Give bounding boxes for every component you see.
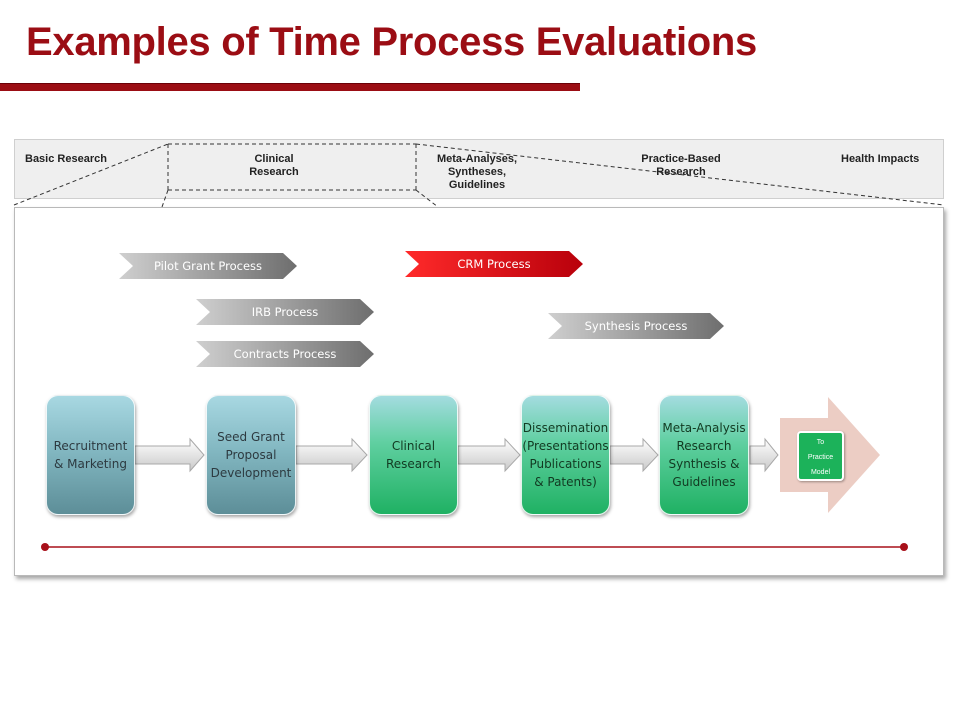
phase-meta-analysis: Meta-Analysis Research Synthesis & Guide… [659, 395, 749, 515]
stage-clinical-research: Clinical Research [249, 153, 299, 178]
stage-basic-research: Basic Research [25, 153, 107, 165]
page-title: Examples of Time Process Evaluations [26, 20, 757, 64]
title-underline [0, 83, 580, 91]
synthesis-process-label: Synthesis Process [584, 319, 688, 333]
stage-meta-analyses: Meta-Analyses, Syntheses, Guidelines [436, 153, 518, 191]
phase-dissemination: Dissemination (Presentations Publication… [521, 395, 610, 515]
pilot-grant-process-label: Pilot Grant Process [153, 259, 263, 273]
stage-health-impacts: Health Impacts [841, 153, 920, 165]
stage-practice-based-research: Practice-Based Research [641, 153, 721, 178]
contracts-process-label: Contracts Process [233, 347, 337, 361]
phase-clinical-research: Clinical Research [369, 395, 458, 515]
to-practice-model-box: To Practice Model [797, 431, 844, 481]
phase-recruitment-marketing: Recruitment & Marketing [46, 395, 135, 515]
crm-process-label: CRM Process [457, 257, 531, 271]
phase-seed-grant-proposal: Seed Grant Proposal Development [206, 395, 296, 515]
irb-process-label: IRB Process [251, 305, 319, 319]
